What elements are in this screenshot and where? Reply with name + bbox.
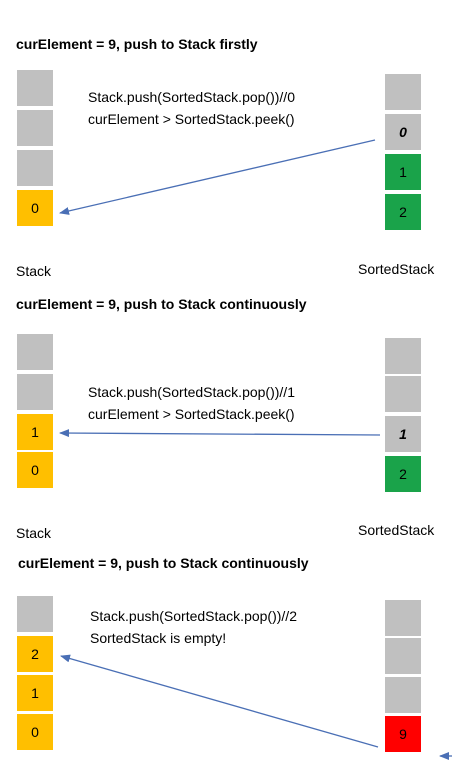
panel1-heading: curElement = 9, push to Stack firstly: [16, 36, 258, 52]
panel2-code-line1: Stack.push(SortedStack.pop())//1: [88, 384, 295, 400]
panel2-sorted-slot-3: 1: [385, 416, 421, 452]
panel1-code-line2: curElement > SortedStack.peek(): [88, 111, 295, 127]
panel3-stack-slot-4: 0: [17, 714, 53, 750]
panel1-code-line1: Stack.push(SortedStack.pop())//0: [88, 89, 295, 105]
panel3-sorted-slot-4: 9: [385, 716, 421, 752]
panel1-sorted-slot-3: 1: [385, 154, 421, 190]
panel2-sorted-slot-4: 2: [385, 456, 421, 492]
panel1-stack-label: Stack: [16, 263, 52, 279]
panel2-stack-slot-3: 1: [17, 414, 53, 450]
panel3-sorted-slot-1: [385, 600, 421, 636]
panel3-transfer-arrow: [60, 654, 379, 748]
panel2-code: Stack.push(SortedStack.pop())//1 curElem…: [88, 381, 295, 425]
panel1-stack-slot-4: 0: [17, 190, 53, 226]
panel2-sorted-slot-2: [385, 376, 421, 412]
panel3-sorted-slot-3: [385, 677, 421, 713]
panel2-stack-slot-1: [17, 334, 53, 370]
panel3-stack-slot-2: 2: [17, 636, 53, 672]
panel1-stack-slot-3: [17, 150, 53, 186]
panel3-code-line2: SortedStack is empty!: [90, 630, 227, 646]
panel1-code: Stack.push(SortedStack.pop())//0 curElem…: [88, 86, 295, 130]
panel2-sorted-slot-1: [385, 338, 421, 374]
panel3-code: Stack.push(SortedStack.pop())//2 SortedS…: [90, 605, 297, 649]
panel1-sorted-slot-2: 0: [385, 114, 421, 150]
panel2-heading: curElement = 9, push to Stack continuous…: [16, 296, 307, 312]
panel2-stack-slot-2: [17, 374, 53, 410]
panel3-heading: curElement = 9, push to Stack continuous…: [18, 555, 309, 571]
panel1-stack-slot-1: [17, 70, 53, 106]
panel2-sorted-label: SortedStack: [358, 522, 435, 538]
panel1-transfer-arrow: [59, 139, 376, 215]
panel3-sorted-slot-2: [385, 638, 421, 674]
panel3-code-line1: Stack.push(SortedStack.pop())//2: [90, 608, 297, 624]
panel1-sorted-slot-1: [385, 74, 421, 110]
panel1-sorted-slot-4: 2: [385, 194, 421, 230]
panel1-sorted-label: SortedStack: [358, 261, 435, 277]
panel2-code-line2: curElement > SortedStack.peek(): [88, 406, 295, 422]
panel3-stack-slot-3: 1: [17, 675, 53, 711]
panel2-transfer-arrow: [59, 429, 381, 438]
panel2-stack-slot-4: 0: [17, 452, 53, 488]
panel1-stack-slot-2: [17, 110, 53, 146]
panel3-stack-slot-1: [17, 596, 53, 632]
panel2-stack-label: Stack: [16, 525, 52, 541]
